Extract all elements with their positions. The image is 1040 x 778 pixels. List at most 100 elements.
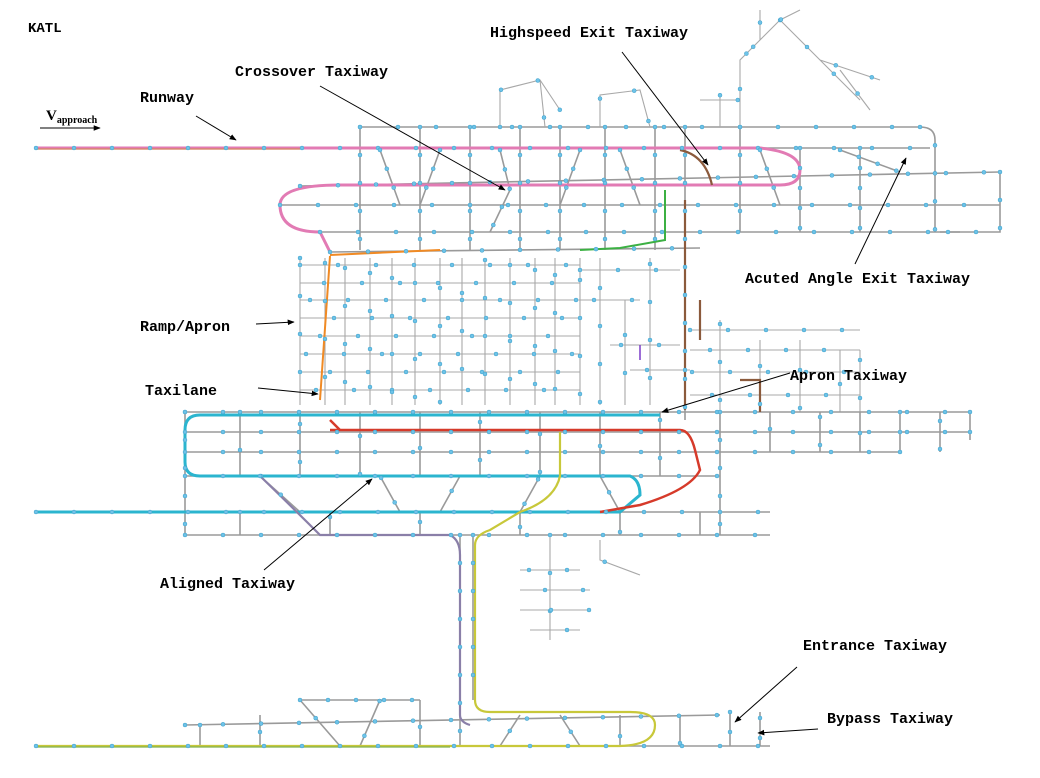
graph-node bbox=[887, 229, 893, 235]
graph-node bbox=[638, 714, 644, 719]
graph-node bbox=[577, 353, 583, 359]
graph-node bbox=[322, 260, 328, 266]
graph-node bbox=[644, 367, 650, 373]
graph-node bbox=[557, 236, 563, 242]
graph-node bbox=[586, 607, 592, 613]
graph-node bbox=[147, 743, 153, 749]
graph-node bbox=[299, 743, 305, 749]
graph-node bbox=[617, 733, 623, 739]
arrow-taxilane bbox=[257, 387, 319, 397]
graph-node bbox=[411, 181, 417, 186]
graph-node bbox=[757, 715, 763, 721]
graph-node bbox=[457, 644, 463, 650]
graph-node bbox=[471, 124, 477, 130]
graph-node bbox=[321, 280, 327, 286]
graph-node bbox=[565, 509, 571, 515]
graph-node bbox=[467, 180, 473, 186]
graph-node bbox=[661, 124, 667, 130]
graph-node bbox=[735, 97, 741, 103]
graph-node bbox=[577, 277, 583, 283]
graph-node bbox=[489, 145, 495, 151]
graph-node bbox=[389, 313, 395, 319]
graph-node bbox=[351, 387, 357, 393]
graph-node bbox=[367, 384, 373, 390]
graph-node bbox=[296, 409, 302, 415]
graph-node bbox=[547, 570, 553, 576]
graph-node bbox=[631, 88, 637, 93]
graph-node bbox=[317, 229, 323, 235]
graph-node bbox=[337, 743, 343, 749]
graph-node bbox=[593, 246, 599, 252]
graph-node bbox=[555, 369, 561, 375]
graph-node bbox=[753, 174, 759, 180]
graph-node bbox=[451, 509, 457, 515]
graph-node bbox=[357, 236, 363, 242]
graph-node bbox=[565, 743, 571, 749]
graph-node bbox=[527, 145, 533, 151]
graph-node bbox=[757, 735, 763, 741]
graph-node bbox=[489, 743, 495, 749]
graph-node bbox=[507, 728, 513, 734]
graph-node bbox=[997, 225, 1003, 231]
graph-node bbox=[597, 443, 603, 449]
graph-node bbox=[676, 713, 682, 719]
arrow-highspeed-exit-taxiway bbox=[621, 51, 709, 166]
graph-node bbox=[409, 697, 415, 703]
graph-node bbox=[507, 333, 513, 339]
graph-node bbox=[647, 299, 653, 305]
graph-node bbox=[817, 414, 823, 420]
graph-node bbox=[507, 186, 512, 192]
graph-node bbox=[757, 363, 763, 369]
graph-node bbox=[778, 17, 784, 22]
graph-node bbox=[527, 743, 533, 749]
graph-node bbox=[527, 509, 533, 515]
graph-node bbox=[429, 202, 435, 208]
graph-node bbox=[470, 616, 476, 622]
graph-node bbox=[767, 426, 773, 432]
graph-node bbox=[525, 179, 531, 184]
graph-node bbox=[737, 180, 743, 186]
arrow-runway bbox=[195, 115, 237, 141]
graph-node bbox=[744, 51, 749, 56]
graph-node bbox=[541, 115, 547, 120]
graph-node bbox=[455, 351, 461, 357]
graph-node bbox=[606, 490, 612, 495]
graph-node bbox=[856, 154, 862, 160]
graph-node bbox=[563, 178, 569, 183]
graph-node bbox=[470, 644, 476, 650]
graph-node bbox=[372, 429, 378, 435]
graph-node bbox=[623, 124, 629, 130]
graph-node bbox=[220, 449, 226, 455]
graph-node bbox=[809, 202, 815, 208]
graph-node bbox=[331, 315, 337, 321]
graph-node bbox=[486, 473, 492, 479]
graph-node bbox=[297, 369, 303, 375]
graph-node bbox=[857, 357, 863, 363]
graph-node bbox=[600, 473, 606, 479]
graph-node bbox=[448, 449, 454, 455]
graph-node bbox=[828, 429, 834, 435]
graph-node bbox=[433, 124, 439, 130]
graph-node bbox=[517, 152, 523, 158]
graph-node bbox=[727, 729, 733, 735]
route-red bbox=[329, 419, 702, 514]
graph-node bbox=[857, 395, 863, 401]
graph-node bbox=[866, 409, 872, 415]
graph-node bbox=[752, 532, 758, 538]
graph-node bbox=[855, 91, 860, 96]
graph-node bbox=[109, 145, 115, 151]
graph-node bbox=[557, 152, 563, 158]
graph-node bbox=[942, 409, 948, 415]
graph-node bbox=[505, 202, 511, 208]
graph-node bbox=[669, 246, 675, 251]
graph-node bbox=[517, 124, 523, 130]
graph-node bbox=[932, 171, 938, 176]
graph-node bbox=[524, 449, 530, 455]
graph-node bbox=[507, 262, 513, 268]
graph-node bbox=[583, 229, 589, 235]
graph-node bbox=[417, 208, 423, 214]
graph-node bbox=[335, 182, 341, 188]
graph-node bbox=[297, 697, 303, 703]
graph-node bbox=[937, 418, 943, 424]
graph-node bbox=[379, 351, 385, 357]
